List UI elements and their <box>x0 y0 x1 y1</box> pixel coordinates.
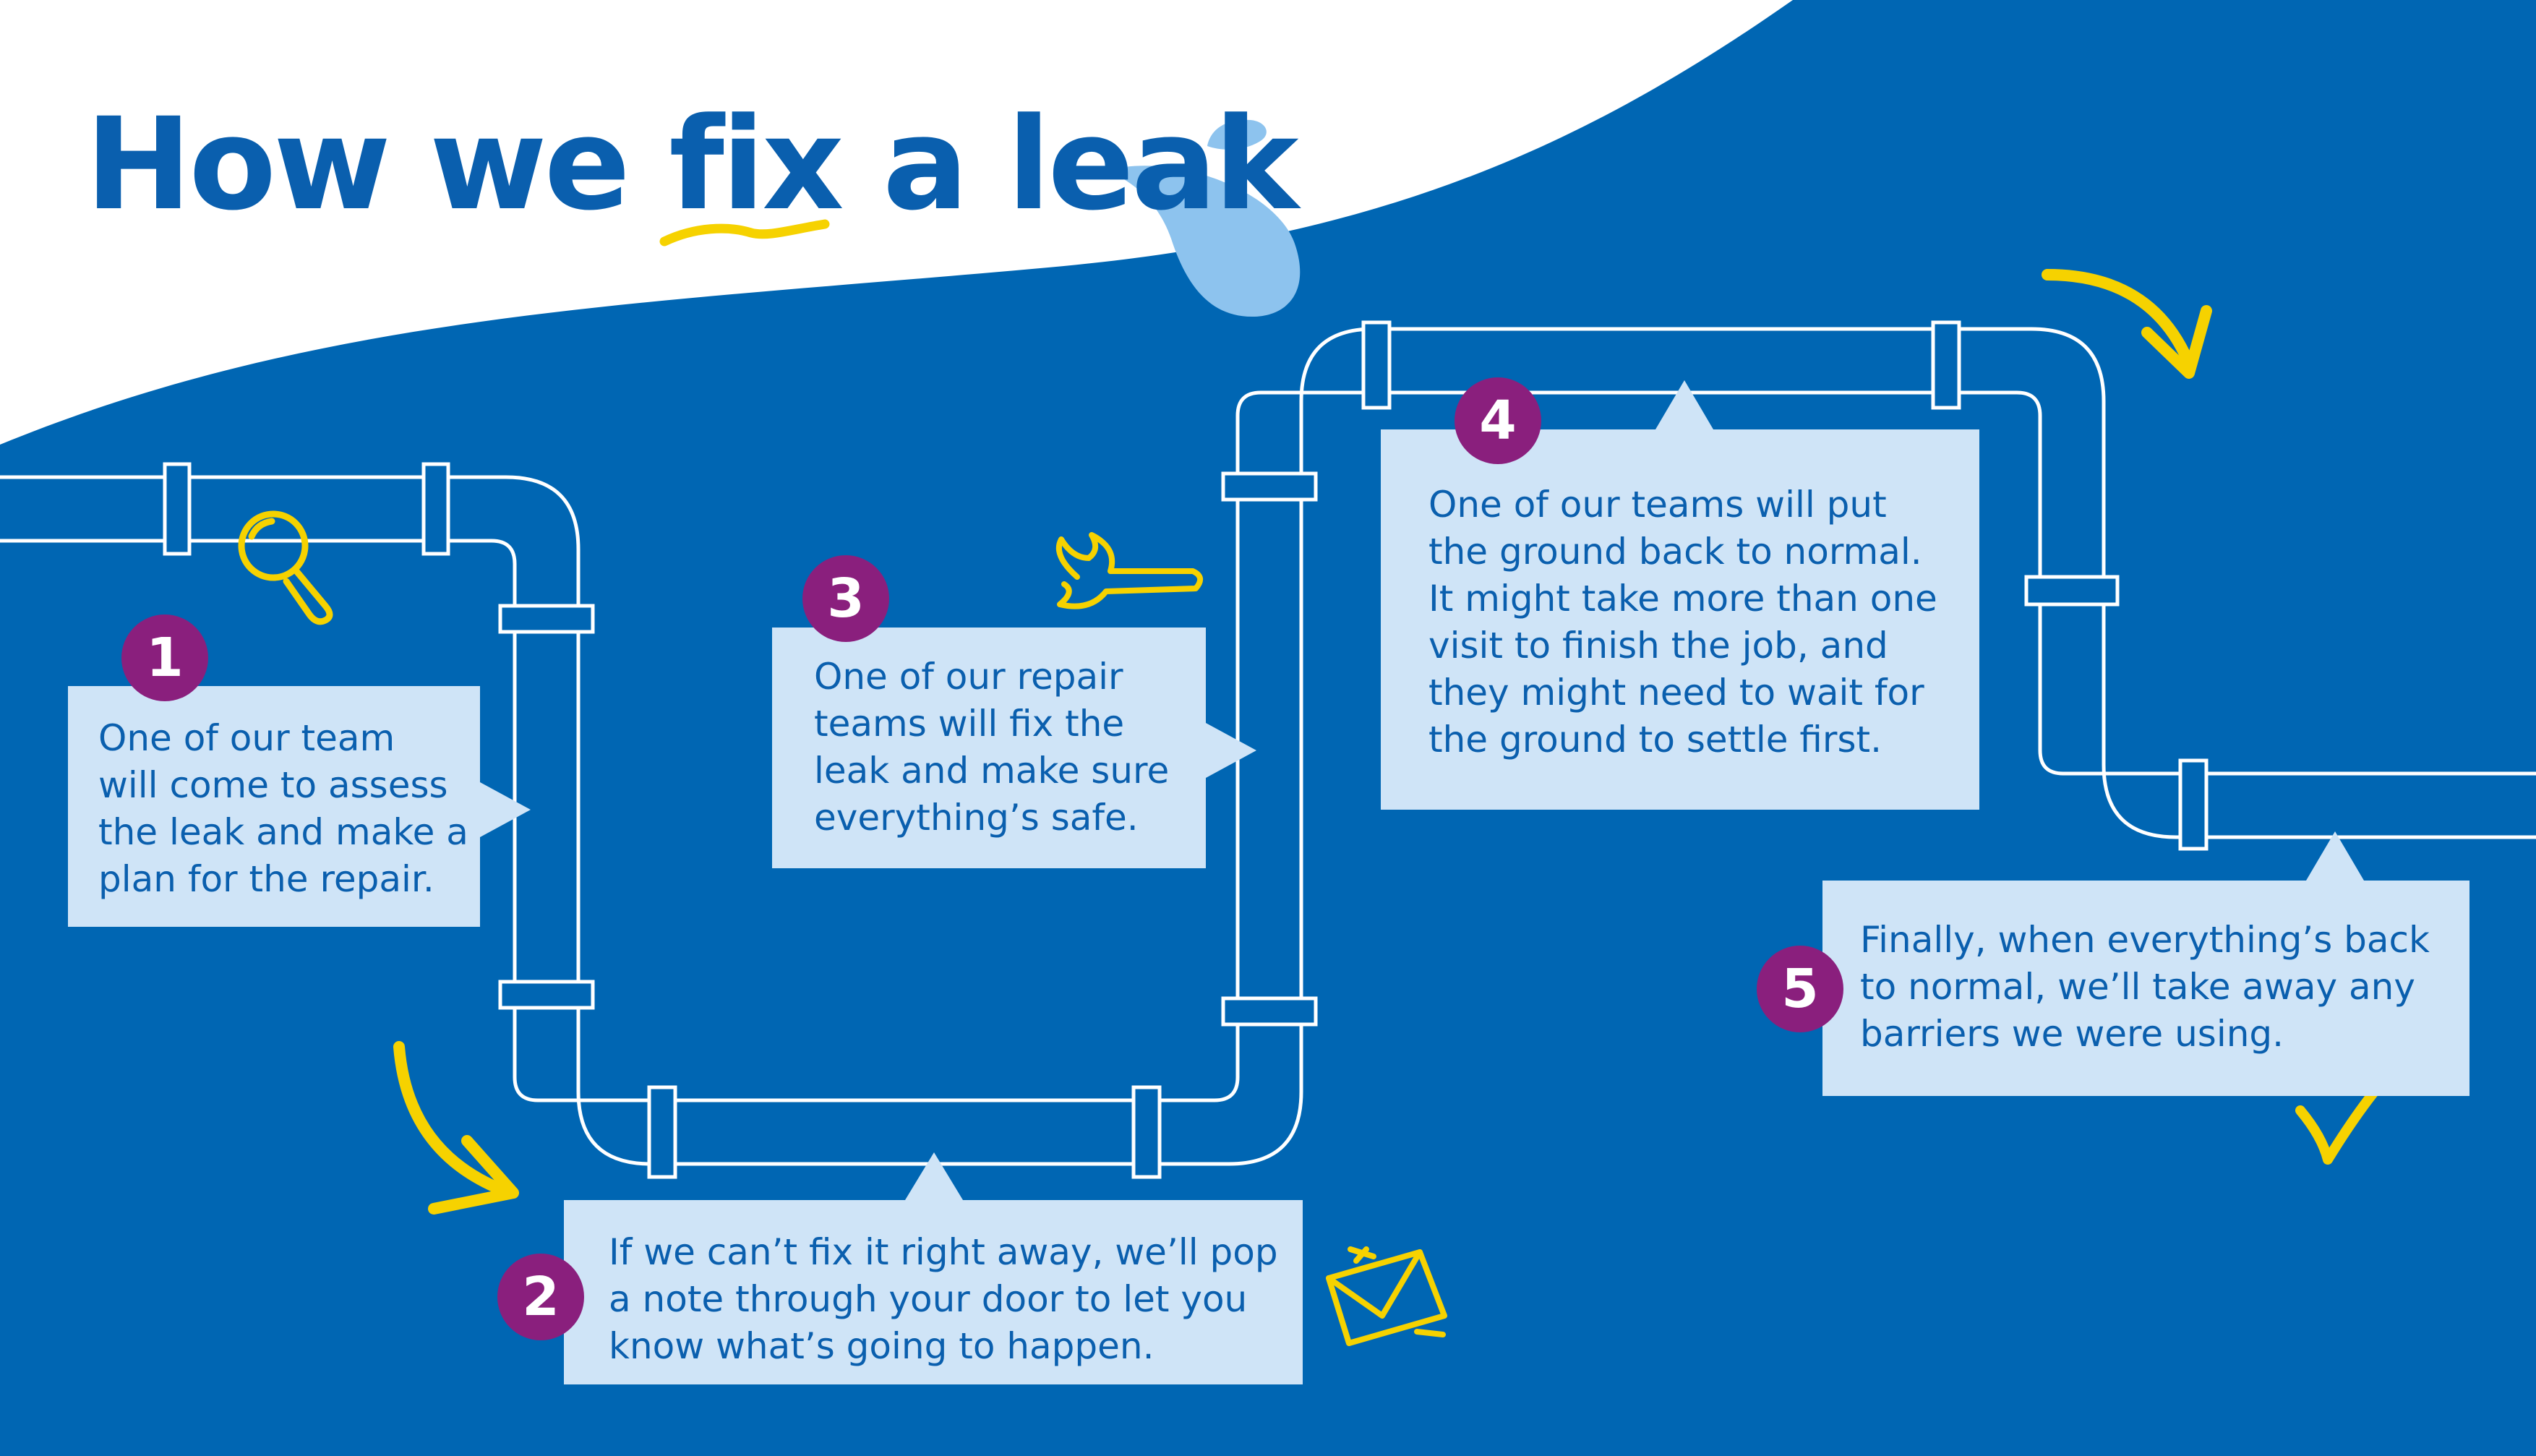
step-3-badge: 3 <box>802 555 889 642</box>
title-text-pre: How we <box>85 90 669 239</box>
step-5-text: Finally, when everything’s back to norma… <box>1860 919 2430 1055</box>
curved-arrow-icon <box>2042 269 2212 379</box>
squiggle-underline <box>659 219 830 247</box>
title-highlight-text: fix <box>669 90 844 239</box>
step-1-text: One of our team will come to assess the … <box>98 717 468 900</box>
envelope-icon <box>1326 1246 1447 1346</box>
title-highlight: fix <box>659 101 844 247</box>
step-4-pointer <box>1655 380 1713 429</box>
wrench-icon <box>1055 532 1203 609</box>
curved-arrow-icon <box>393 1041 519 1215</box>
step-2-text: If we can’t fix it right away, we’ll pop… <box>609 1231 1278 1367</box>
title-text-post: a leak <box>841 90 1299 239</box>
step-2-badge: 2 <box>497 1254 584 1340</box>
step-4-badge: 4 <box>1455 377 1541 464</box>
step-1-pointer <box>480 782 531 837</box>
white-wave-header <box>0 0 1793 445</box>
magnifying-glass-icon <box>238 510 333 625</box>
step-1-box: One of our team will come to assess the … <box>68 686 480 927</box>
step-4-text: One of our teams will put the ground bac… <box>1428 484 1937 761</box>
step-5-badge: 5 <box>1757 946 1843 1032</box>
pipe-joints <box>163 320 2209 1179</box>
water-drop-icon <box>1108 119 1301 317</box>
step-1-badge: 1 <box>121 614 208 701</box>
step-2-box: If we can’t fix it right away, we’ll pop… <box>564 1200 1303 1384</box>
step-3-pointer <box>1206 723 1256 778</box>
step-3-box: One of our repair teams will fix the lea… <box>772 628 1206 868</box>
step-5-pointer <box>2306 831 2364 881</box>
step-4-box: One of our teams will put the ground bac… <box>1381 429 1979 810</box>
step-2-pointer <box>905 1152 963 1200</box>
step-3-text: One of our repair teams will fix the lea… <box>814 656 1170 839</box>
step-5-box: Finally, when everything’s back to norma… <box>1822 881 2469 1096</box>
page-title: How we fix a leak <box>85 101 1299 247</box>
